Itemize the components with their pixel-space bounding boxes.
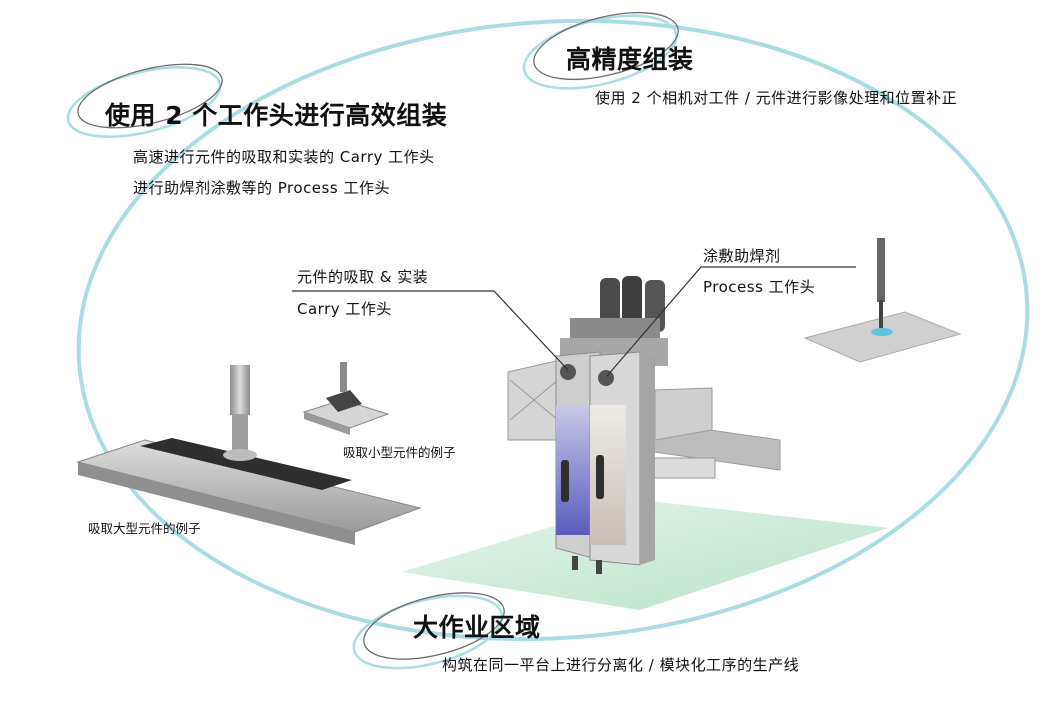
- dual-head-line-1: 高速进行元件的吸取和实装的 Carry 工作头: [133, 148, 435, 166]
- work-area-title: 大作业区域: [413, 613, 541, 642]
- swirl-ring-dual-head: [66, 63, 223, 138]
- process-callout-head-name: Process 工作头: [703, 278, 816, 296]
- carry-leader-line: [292, 290, 569, 371]
- process-leader-line: [606, 266, 856, 377]
- swirl-ring-work-area: [352, 592, 505, 670]
- work-area-line-1: 构筑在同一平台上进行分离化 / 模块化工序的生产线: [442, 656, 800, 674]
- carry-head-body: [555, 351, 601, 570]
- carry-callout-head-name: Carry 工作头: [297, 300, 392, 318]
- swirl-ring-precision: [522, 11, 679, 90]
- orbit-ellipse: [76, 18, 1030, 642]
- carry-callout-label: 元件的吸取 & 实装: [297, 268, 429, 286]
- small-pickup-caption: 吸取小型元件的例子: [343, 445, 456, 460]
- head-motors: [560, 276, 668, 366]
- precision-title: 高精度组装: [566, 45, 694, 74]
- large-pickup-example: [76, 365, 422, 545]
- process-head-body: [589, 351, 655, 574]
- large-pickup-caption: 吸取大型元件的例子: [88, 521, 201, 536]
- flux-dispense-example: [803, 238, 962, 363]
- precision-line-1: 使用 2 个相机对工件 / 元件进行影像处理和位置补正: [595, 89, 958, 107]
- dual-head-line-2: 进行助焊剂涂敷等的 Process 工作头: [133, 179, 390, 197]
- small-pickup-example: [302, 362, 390, 435]
- process-callout-label: 涂敷助焊剂: [703, 247, 781, 265]
- dual-head-title: 使用 2 个工作头进行高效组装: [105, 101, 448, 130]
